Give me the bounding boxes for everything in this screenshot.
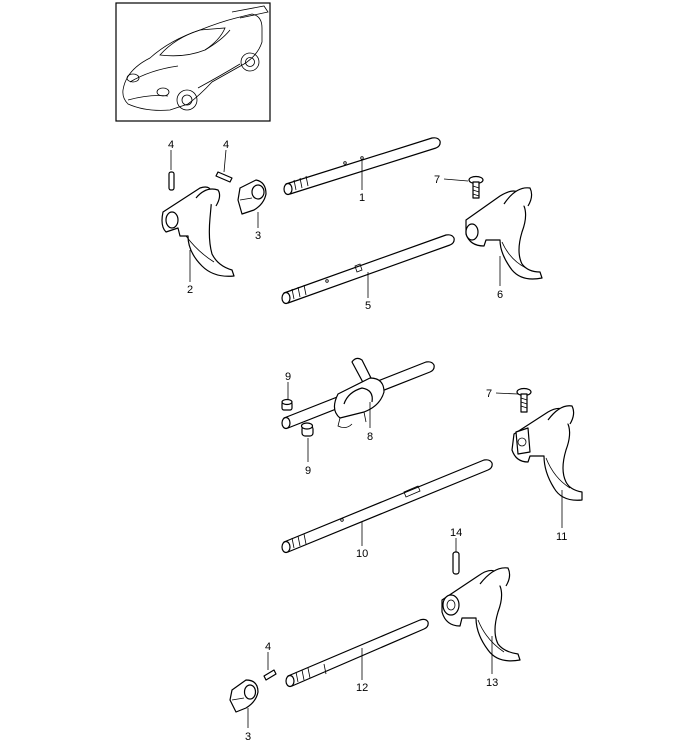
part-13-shift-fork [441,567,521,662]
callout-1: 1 [359,192,365,204]
part-8-shift-rod-assembly [281,357,435,430]
part-6-shift-fork [465,187,543,280]
callout-9-lower: 9 [305,465,311,477]
part-7-bolt [468,175,484,199]
callout-3-lower: 3 [245,731,251,743]
part-2-shift-fork [161,186,235,277]
callout-10: 10 [356,548,368,560]
leader-lines [170,149,563,728]
callout-7-upper: 7 [434,174,440,186]
callout-4-left: 4 [168,139,174,151]
part-4-pin-lower [263,669,277,681]
callout-5: 5 [365,300,371,312]
part-4-pin-tilted [215,171,233,183]
callout-14: 14 [450,527,462,539]
callout-9-upper: 9 [285,371,291,383]
part-12-selector-rod [285,618,429,688]
callout-2: 2 [187,284,193,296]
part-14-roll-pin [452,551,460,575]
car-thumbnail-icon [122,5,269,111]
callout-11: 11 [556,531,567,543]
callout-4-lower: 4 [265,641,271,653]
part-3-interlock-block-lower [229,679,259,713]
part-7-bolt-lower [516,387,532,413]
callout-3-upper: 3 [255,230,261,242]
part-11-shift-fork [511,405,583,501]
callout-13: 13 [486,677,498,689]
part-10-selector-rod [281,459,493,554]
callout-6: 6 [497,289,503,301]
part-9-bushing-lower [300,422,314,437]
car-thumbnail [115,2,271,122]
callout-8: 8 [367,431,373,443]
part-4-pin-vertical [168,171,175,191]
callout-4-right: 4 [223,139,229,151]
part-9-bushing-upper [281,398,293,411]
part-5-selector-rod [281,234,455,305]
part-1-selector-rod [283,137,441,196]
callout-7-lower: 7 [486,388,492,400]
callout-12: 12 [356,682,368,694]
part-3-interlock-block [237,179,267,215]
callout-numbers: 1 2 3 4 4 5 6 7 8 9 9 7 11 10 14 13 12 4… [168,139,567,743]
